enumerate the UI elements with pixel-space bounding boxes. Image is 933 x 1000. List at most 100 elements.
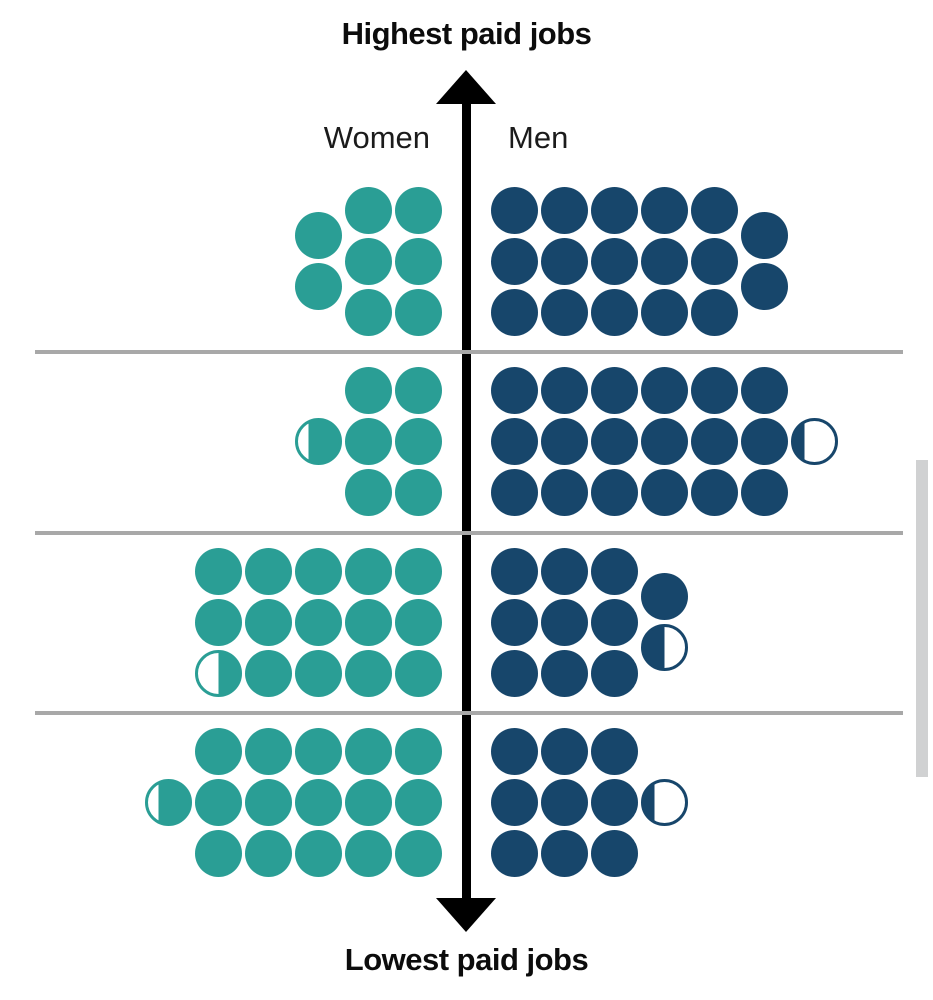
- men-dot: [640, 288, 688, 336]
- arrow-down-icon: [436, 898, 496, 932]
- women-dot: [294, 829, 342, 877]
- pay-axis-line: [462, 100, 471, 902]
- men-dot-partial: [640, 624, 688, 671]
- men-dot: [640, 417, 688, 465]
- men-dot: [640, 186, 688, 234]
- men-dot: [490, 237, 538, 285]
- men-dot: [740, 366, 788, 414]
- women-dot-partial: [144, 778, 192, 826]
- women-dot: [194, 598, 242, 646]
- men-dot: [490, 649, 538, 697]
- men-dot: [690, 468, 738, 516]
- men-dot: [540, 237, 588, 285]
- men-dot: [690, 417, 738, 465]
- women-dot: [344, 598, 392, 646]
- men-dot: [590, 288, 638, 336]
- men-dot: [540, 288, 588, 336]
- women-dot: [244, 598, 292, 646]
- women-dot: [294, 212, 342, 259]
- women-dot: [244, 829, 292, 877]
- men-dot: [540, 468, 588, 516]
- quartile-separator: [35, 711, 903, 715]
- women-dot: [344, 237, 392, 285]
- women-dot: [394, 649, 442, 697]
- men-dot: [490, 417, 538, 465]
- men-dot: [590, 778, 638, 826]
- women-dot: [194, 547, 242, 595]
- women-dot: [244, 649, 292, 697]
- men-dot: [590, 237, 638, 285]
- women-dot: [394, 366, 442, 414]
- women-dot: [344, 727, 392, 775]
- women-dot: [394, 468, 442, 516]
- men-dot: [540, 417, 588, 465]
- women-dot: [194, 778, 242, 826]
- women-dot: [394, 778, 442, 826]
- men-dot: [740, 417, 788, 465]
- men-dot: [540, 547, 588, 595]
- men-dot: [540, 598, 588, 646]
- women-dot-partial: [194, 649, 242, 697]
- women-dot: [394, 417, 442, 465]
- women-series-label: Women: [323, 120, 430, 155]
- men-dot: [640, 468, 688, 516]
- men-dot: [490, 288, 538, 336]
- women-dot: [394, 186, 442, 234]
- women-dot: [194, 727, 242, 775]
- women-dot: [244, 778, 292, 826]
- men-dot: [740, 212, 788, 259]
- men-dot: [590, 547, 638, 595]
- men-dot: [490, 366, 538, 414]
- women-dot: [394, 727, 442, 775]
- arrow-up-icon: [436, 70, 496, 104]
- men-dot: [690, 186, 738, 234]
- women-dot: [194, 829, 242, 877]
- men-dot: [640, 366, 688, 414]
- women-dot: [344, 186, 392, 234]
- men-dot: [640, 237, 688, 285]
- men-dot: [490, 186, 538, 234]
- scrollbar-thumb[interactable]: [916, 460, 928, 777]
- women-dot: [294, 598, 342, 646]
- men-dot: [490, 468, 538, 516]
- men-dot: [540, 829, 588, 877]
- women-dot: [344, 468, 392, 516]
- women-dot: [244, 727, 292, 775]
- men-dot: [540, 778, 588, 826]
- women-dot: [294, 263, 342, 310]
- quartile-separator: [35, 350, 903, 354]
- women-dot: [294, 649, 342, 697]
- men-dot: [490, 598, 538, 646]
- women-dot: [394, 829, 442, 877]
- men-dot: [490, 778, 538, 826]
- men-dot: [590, 468, 638, 516]
- men-dot: [490, 829, 538, 877]
- women-dot: [344, 366, 392, 414]
- men-dot: [540, 366, 588, 414]
- women-dot: [394, 237, 442, 285]
- men-dot: [740, 263, 788, 310]
- women-dot: [344, 649, 392, 697]
- men-dot: [590, 727, 638, 775]
- women-dot: [294, 778, 342, 826]
- men-dot: [490, 727, 538, 775]
- women-dot: [394, 547, 442, 595]
- men-dot: [690, 237, 738, 285]
- men-dot: [590, 598, 638, 646]
- women-dot: [344, 778, 392, 826]
- men-dot: [490, 547, 538, 595]
- men-dot: [590, 649, 638, 697]
- women-dot: [344, 288, 392, 336]
- women-dot: [344, 829, 392, 877]
- men-dot: [590, 417, 638, 465]
- chart-bottom-label: Lowest paid jobs: [344, 942, 589, 977]
- men-dot: [690, 366, 738, 414]
- women-dot-partial: [294, 417, 342, 465]
- chart-top-label: Highest paid jobs: [341, 16, 592, 51]
- men-dot: [590, 366, 638, 414]
- women-dot: [394, 288, 442, 336]
- quartile-separator: [35, 531, 903, 535]
- women-dot: [294, 727, 342, 775]
- men-dot: [740, 468, 788, 516]
